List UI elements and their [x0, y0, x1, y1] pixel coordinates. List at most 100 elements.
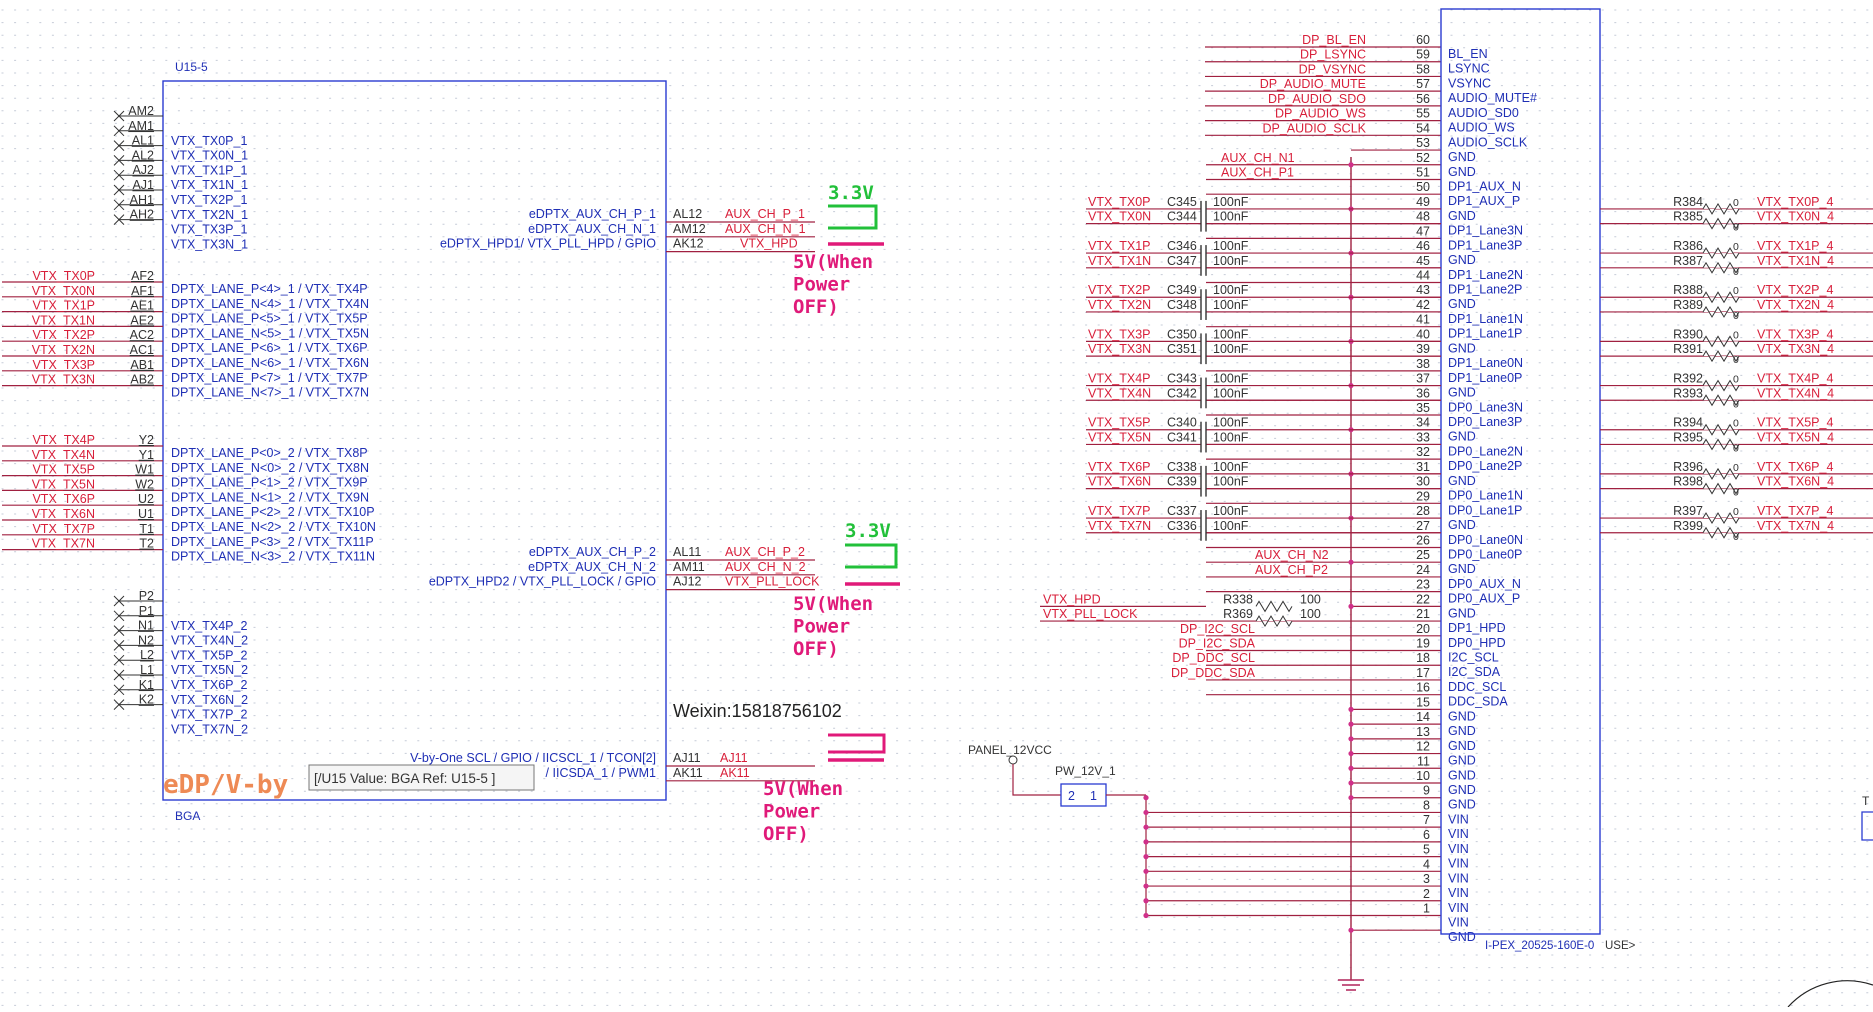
- pin-label: DPTX_LANE_P<2>_2 / VTX_TX10P: [171, 505, 375, 519]
- res-ref: R389: [1673, 298, 1703, 312]
- u15-5-part[interactable]: U15-5BGAAM2AM1VTX_TX0P_1AL1VTX_TX0N_1AL2…: [2, 60, 842, 823]
- ground-symbol: [1338, 979, 1364, 991]
- connector-body[interactable]: [1440, 8, 1601, 935]
- pin-number: 31: [1416, 460, 1430, 474]
- pin-label: DP1_AUX_P: [1448, 194, 1520, 208]
- tooltip-box: [308, 764, 535, 791]
- pin-number: 38: [1416, 357, 1430, 371]
- resistor-symbol: [1702, 438, 1740, 451]
- net-label: DP_AUDIO_SCLK: [1262, 121, 1366, 135]
- cap-ref: C347: [1167, 254, 1197, 268]
- net-label: VTX_TX5N_4: [1757, 430, 1834, 444]
- resistor-symbol: [1702, 247, 1740, 260]
- pin-number: 46: [1416, 239, 1430, 253]
- pin-number: 16: [1416, 681, 1430, 695]
- pin-number: Y1: [139, 448, 154, 462]
- pin-number: 56: [1416, 92, 1430, 106]
- pin-label: DPTX_LANE_P<4>_1 / VTX_TX4P: [171, 282, 368, 296]
- junction-dot: [1143, 912, 1149, 919]
- net-label: AUX_CH_N1: [1221, 151, 1295, 165]
- voltage-5v-label: OFF): [793, 638, 839, 660]
- net-label: VTX_TX3P_4: [1757, 327, 1833, 341]
- pin-label: DP1_Lane0N: [1448, 356, 1523, 370]
- pin-label: eDPTX_HPD2 / VTX_PLL_LOCK / GPIO: [429, 575, 656, 589]
- net-label: VTX_TX0N_4: [1757, 210, 1834, 224]
- net-label: AUX_CH_P_1: [725, 207, 805, 221]
- pin-label: DPTX_LANE_N<6>_1 / VTX_TX6N: [171, 356, 369, 370]
- net-label: DP_AUDIO_SDO: [1268, 92, 1366, 106]
- res-ref: R397: [1673, 504, 1703, 518]
- pin-label: GND: [1448, 709, 1476, 723]
- res-ref: R392: [1673, 372, 1703, 386]
- pin-label: DPTX_LANE_N<4>_1 / VTX_TX4N: [171, 297, 369, 311]
- net-label: VTX_TX1P_4: [1757, 239, 1833, 253]
- pin-number: 35: [1416, 401, 1430, 415]
- connector-ref: J?: [1430, 0, 1443, 1]
- pin-number: 20: [1416, 622, 1430, 636]
- panel-connector[interactable]: J?60BL_ENDP_BL_EN59LSYNCDP_LSYNC58VSYNCD…: [968, 0, 1873, 991]
- cap-value: 100nF: [1213, 254, 1249, 268]
- pin-number: AM1: [128, 119, 154, 133]
- res-ref: R391: [1673, 342, 1703, 356]
- pin-number: AB1: [130, 358, 154, 372]
- pin-number: U2: [138, 492, 154, 506]
- watermark-text: Weixin:15818756102: [673, 701, 842, 721]
- pin-label: GND: [1448, 474, 1476, 488]
- pin-number: 37: [1416, 372, 1430, 386]
- pin-number: 26: [1416, 533, 1430, 547]
- fuse-pin: 1: [1090, 789, 1097, 803]
- pin-label: AUDIO_WS: [1448, 121, 1515, 135]
- net-label: VTX_TX2P: [32, 328, 95, 342]
- res-value: 100: [1300, 607, 1321, 621]
- nc-mark: [113, 155, 125, 166]
- net-label: VTX_TX4N: [1088, 386, 1151, 400]
- cap-ref: C339: [1167, 475, 1197, 489]
- cap-ref: C343: [1167, 372, 1197, 386]
- net-label: DP_VSYNC: [1299, 62, 1366, 76]
- pin-label: DP0_Lane0P: [1448, 547, 1522, 561]
- cap-value: 100nF: [1213, 239, 1249, 253]
- pin-number: 48: [1416, 210, 1430, 224]
- junction-dot: [1348, 603, 1354, 609]
- net-label: VTX_TX1P: [32, 299, 95, 313]
- part-body[interactable]: [162, 80, 667, 801]
- power-port: [1008, 755, 1018, 765]
- pin-number: AC2: [130, 328, 154, 342]
- pin-number: W1: [135, 463, 154, 477]
- resistor-symbol: [1702, 305, 1740, 318]
- net-label: VTX_TX0N: [32, 284, 95, 298]
- res-value: 0: [1733, 197, 1739, 209]
- nc-mark: [113, 640, 125, 651]
- pin-label: GND: [1448, 739, 1476, 753]
- net-label: VTX_TX6P_4: [1757, 460, 1833, 474]
- voltage-5v-label: Power: [763, 801, 820, 823]
- cap-value: 100nF: [1213, 327, 1249, 341]
- nc-mark: [113, 199, 125, 211]
- cap-ref: C345: [1167, 195, 1197, 209]
- nc-mark: [113, 654, 125, 666]
- net-label: DP_AUDIO_MUTE: [1260, 77, 1366, 91]
- nc-mark: [113, 184, 125, 196]
- pin-number: AL11: [673, 545, 701, 559]
- net-label: VTX_TX4P_4: [1757, 372, 1833, 386]
- net-label: VTX_PLL_LOCK: [725, 575, 820, 589]
- pin-number: AL12: [673, 207, 702, 221]
- pin-label: VTX_TX1P_1: [171, 163, 247, 177]
- pin-label: VTX_TX2N_1: [171, 208, 248, 222]
- pin-number: 52: [1416, 151, 1430, 165]
- net-label: VTX_TX0P: [1088, 195, 1151, 209]
- pin-label: GND: [1448, 930, 1476, 944]
- pin-label: DP1_Lane3N: [1448, 224, 1523, 238]
- pin-number: 53: [1416, 136, 1430, 150]
- pin-label: GND: [1448, 386, 1476, 400]
- pin-number: 15: [1416, 695, 1430, 709]
- junction-dot: [1348, 559, 1354, 565]
- resistor-symbol: [1702, 202, 1740, 215]
- pin-number: AJ12: [673, 575, 702, 589]
- net-label: VTX_TX6P: [32, 492, 95, 506]
- res-value: 0: [1733, 222, 1739, 234]
- pin-label: DP1_Lane1N: [1448, 312, 1523, 326]
- pin-number: 22: [1416, 592, 1430, 606]
- junction-dot: [1143, 898, 1149, 904]
